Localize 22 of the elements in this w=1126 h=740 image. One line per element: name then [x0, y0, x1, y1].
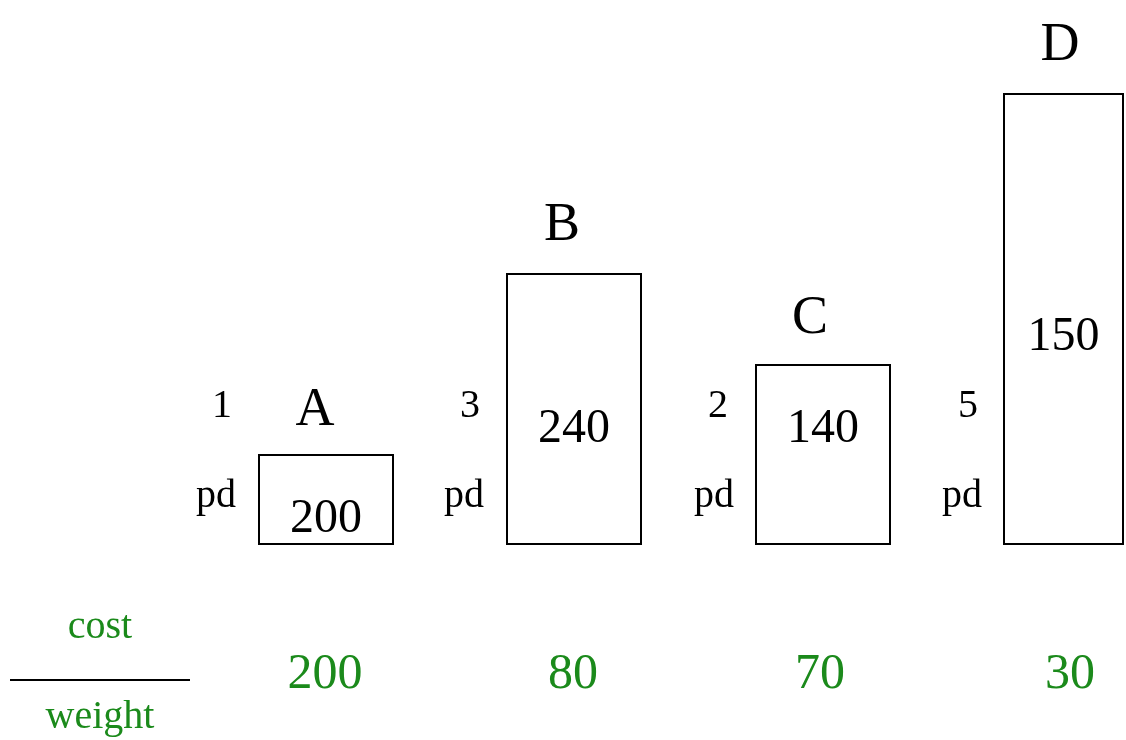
item-letter: C [791, 288, 829, 342]
priority-number: 3 [460, 384, 480, 424]
ratio-value: 80 [547, 646, 599, 696]
unit-label: pd [196, 474, 236, 514]
ratio-value: 200 [286, 646, 364, 696]
item-letter: D [1039, 15, 1081, 69]
unit-label: pd [694, 474, 734, 514]
fraction-denominator: weight [44, 695, 156, 735]
priority-number: 2 [708, 384, 728, 424]
item-letter: A [294, 380, 336, 434]
unit-label: pd [942, 474, 982, 514]
item-value: 140 [786, 402, 860, 450]
item-letter: B [543, 195, 581, 249]
priority-number: 1 [212, 384, 232, 424]
unit-label: pd [444, 474, 484, 514]
item-value: 200 [289, 492, 363, 540]
item-value: 150 [1026, 310, 1101, 358]
ratio-value: 70 [794, 646, 846, 696]
priority-number: 5 [958, 384, 978, 424]
item-value: 240 [537, 402, 611, 450]
fraction-numerator: cost [66, 605, 134, 645]
ratio-value: 30 [1044, 646, 1096, 696]
